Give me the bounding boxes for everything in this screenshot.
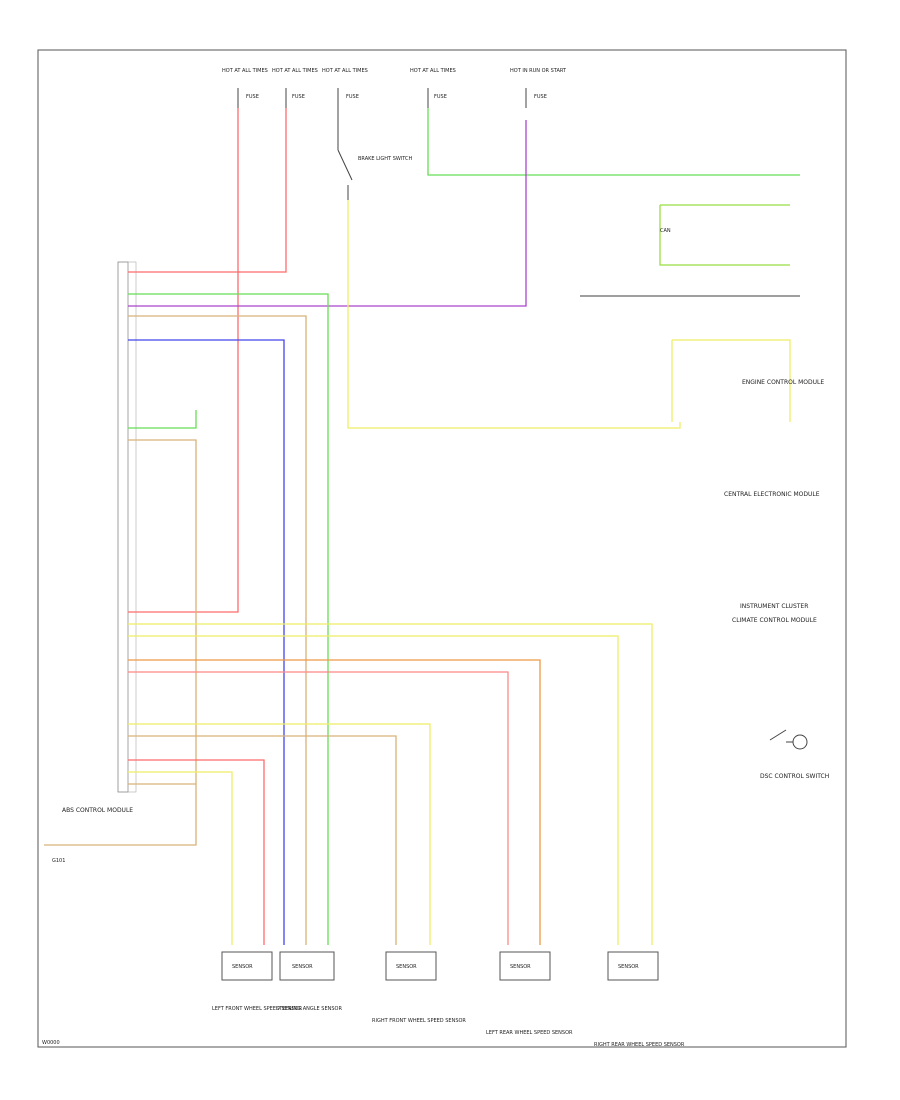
sensor-1-label: LEFT FRONT WHEEL SPEED SENSOR (212, 1006, 303, 1012)
sensor-labels: LEFT FRONT WHEEL SPEED SENSOR STEERING A… (212, 1006, 685, 1048)
wires (44, 108, 800, 945)
instrument-cluster-label: INSTRUMENT CLUSTER (740, 603, 808, 610)
footer-code: W0000 (42, 1040, 60, 1046)
fuse-labels: HOT AT ALL TIMES HOT AT ALL TIMES HOT AT… (222, 68, 567, 100)
wire-yellow-4 (128, 723, 431, 945)
wire-red-1 (128, 108, 239, 613)
sensor-2-box: SENSOR (292, 964, 313, 970)
climate-control-label: CLIMATE CONTROL MODULE (732, 617, 817, 624)
fuse-5-id: FUSE (534, 94, 547, 100)
fuse-2-id: FUSE (292, 94, 305, 100)
abs-connector (117, 261, 137, 793)
sensor-3-label: RIGHT FRONT WHEEL SPEED SENSOR (372, 1018, 466, 1024)
engine-control-label: ENGINE CONTROL MODULE (742, 379, 824, 386)
sensor-2-label: STEERING ANGLE SENSOR (276, 1006, 342, 1012)
wire-tan-2 (44, 439, 197, 846)
fuse-3-label: HOT AT ALL TIMES (322, 68, 368, 74)
sensor-4-box: SENSOR (510, 964, 531, 970)
wire-green-3 (128, 410, 197, 429)
fuse-4-id: FUSE (434, 94, 447, 100)
fuse-5-label: HOT IN RUN OR START (510, 68, 567, 74)
wire-red-3 (128, 759, 265, 945)
wire-pink (128, 671, 509, 945)
fuse-3-id: FUSE (346, 94, 359, 100)
sensor-boxes: SENSOR SENSOR SENSOR SENSOR SENSOR (221, 951, 659, 981)
wire-yellow-2 (128, 623, 653, 945)
sensor-1-box: SENSOR (232, 964, 253, 970)
fuse-symbols (237, 88, 527, 108)
wire-lime (659, 204, 790, 266)
dsc-switch-label: DSC CONTROL SWITCH (760, 773, 829, 780)
wire-green-2 (128, 293, 329, 945)
dsc-switch-icon (769, 729, 808, 750)
sensor-5-box: SENSOR (618, 964, 639, 970)
fuse-1-id: FUSE (246, 94, 259, 100)
central-electronic-label: CENTRAL ELECTRONIC MODULE (724, 491, 820, 498)
wire-blue (128, 339, 285, 945)
wire-tan-3 (128, 735, 397, 945)
sensor-4-label: LEFT REAR WHEEL SPEED SENSOR (486, 1030, 573, 1036)
sensor-5-label: RIGHT REAR WHEEL SPEED SENSOR (594, 1042, 685, 1048)
sensor-3-box: SENSOR (396, 964, 417, 970)
wire-orange (128, 659, 541, 945)
wire-yellow-5 (128, 771, 233, 945)
can-label: CAN (660, 228, 671, 234)
wire-green-1 (427, 108, 800, 176)
fuse-1-label: HOT AT ALL TIMES (222, 68, 268, 74)
wire-violet (128, 120, 527, 307)
wire-yellow-brake (347, 200, 681, 429)
ground-label: G101 (52, 858, 65, 864)
fuse-4-label: HOT AT ALL TIMES (410, 68, 456, 74)
diagram-frame (37, 49, 847, 1048)
fuse-2-label: HOT AT ALL TIMES (272, 68, 318, 74)
brake-switch-label: BRAKE LIGHT SWITCH (358, 156, 413, 162)
wire-tan (128, 315, 307, 945)
abs-module-label: ABS CONTROL MODULE (62, 807, 133, 814)
wire-yellow-3 (128, 635, 619, 945)
module-labels: ENGINE CONTROL MODULE CENTRAL ELECTRONIC… (52, 228, 829, 864)
brake-switch-symbol: BRAKE LIGHT SWITCH (337, 108, 413, 200)
wire-red-2 (128, 108, 287, 273)
wire-yellow-sm (671, 339, 791, 422)
